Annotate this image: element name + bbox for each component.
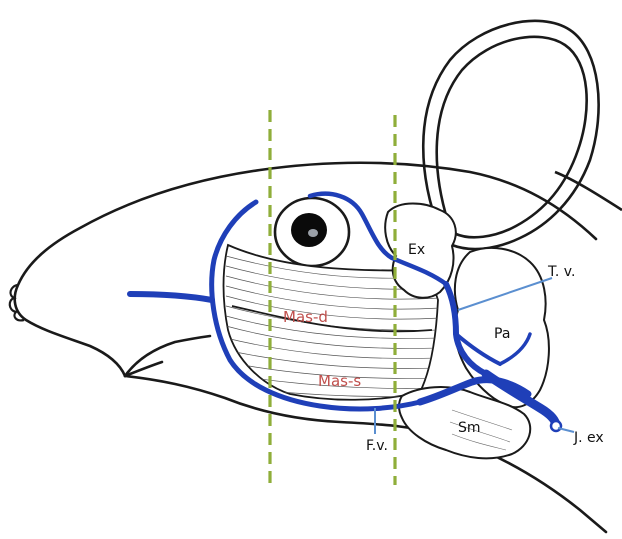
eye-highlight (308, 229, 318, 237)
facial-vein-branch (130, 294, 212, 300)
jugular-endpoint (551, 421, 561, 431)
label-tv: T. v. (547, 264, 575, 280)
eye-pupil (291, 213, 327, 247)
label-fv: F.v. (366, 438, 388, 454)
label-ex: Ex (408, 242, 425, 258)
label-pa: Pa (494, 326, 510, 342)
label-mas-s: Mas-s (318, 372, 361, 390)
label-mas-d: Mas-d (283, 308, 328, 326)
label-jex: J. ex (573, 430, 604, 446)
ear (423, 21, 622, 249)
eye (275, 198, 349, 266)
label-sm: Sm (458, 420, 481, 436)
